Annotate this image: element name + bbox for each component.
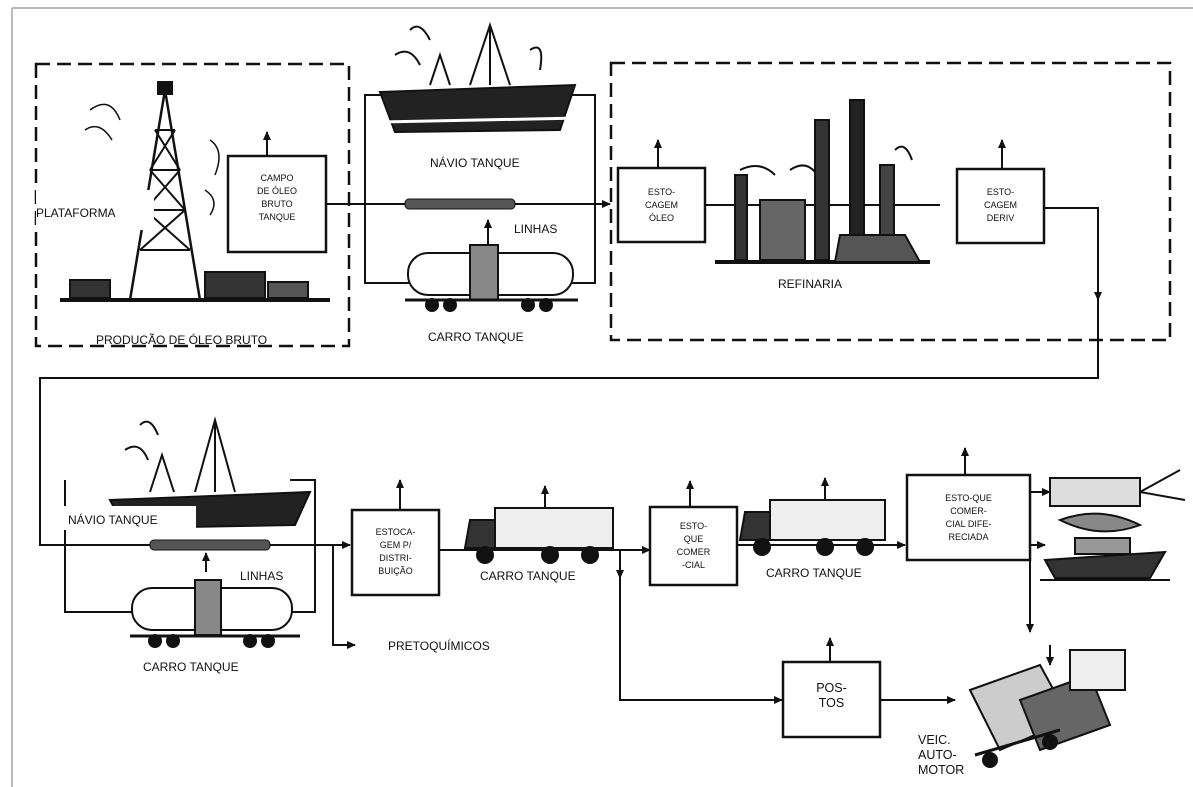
petroquimicos-arrow: [332, 545, 356, 649]
comercial-diferenciada-box: [905, 473, 1032, 562]
estocagem-oleo-line-1: ESTO-: [647, 187, 676, 197]
campo-line-2: DE ÓLEO: [256, 186, 297, 196]
postos-line-2: TOS: [818, 696, 845, 710]
comercial-line-4: -CIAL: [681, 560, 705, 570]
distribuicao-line-3: DISTRI-: [379, 553, 412, 563]
comercial-line-3: COMER: [676, 547, 711, 557]
distribuicao-line-4: BUIÇÃO: [378, 566, 413, 576]
pipeline-segment-1: [404, 198, 516, 210]
navio1-label-bg: [420, 150, 540, 176]
comercial-dif-line-1: ESTO-QUE: [945, 493, 992, 503]
navio-tanque-label-1: NÁVIO TANQUE: [430, 156, 520, 170]
plataforma-label-bg: [36, 190, 154, 230]
to-postos-arrow: [619, 550, 783, 704]
veiculo-line-1: VEIC.: [918, 733, 951, 747]
estocagem-oleo-text: ESTO- CAGEM ÓLEO: [618, 186, 705, 225]
estocagem-deriv-text: ESTO- CAGEM DERIV: [957, 186, 1044, 225]
postos-text: POS- TOS: [783, 681, 880, 711]
producao-label: PRODUCÃO DE ÓLEO BRUTO: [96, 333, 268, 347]
navio-tanque-label-2: NÁVIO TANQUE: [68, 513, 158, 527]
pipeline-segment-2: [149, 539, 271, 551]
campo-box-text: CAMPO DE ÓLEO BRUTO TANQUE: [228, 172, 326, 224]
comercial-dif-text: ESTO-QUE COMER- CIAL DIFE- RECIADA: [907, 492, 1030, 544]
distribuicao-line-1: ESTOCA-: [375, 527, 416, 537]
tank-truck-illustration-2: [738, 499, 886, 556]
row1-exit-arrow: [1045, 207, 1102, 301]
linhas-label-2: LINHAS: [240, 569, 284, 583]
veiculo-line-2: AUTO-: [918, 748, 957, 762]
comercial-box: [648, 505, 739, 587]
linhas-label-1: LINHAS: [514, 222, 558, 236]
oil-rig-illustration: [60, 81, 330, 302]
campo-line-4: TANQUE: [258, 212, 296, 222]
estocagem-deriv-line-1: ESTO-: [986, 187, 1015, 197]
tank-truck-illustration-1: [463, 507, 614, 564]
aircraft-illustration: [1049, 469, 1186, 533]
plataforma-label: PLATAFORMA: [36, 206, 116, 220]
distribuicao-text: ESTOCA- GEM P/ DISTRI- BUIÇÃO: [352, 526, 439, 578]
distribuicao-box: [350, 508, 441, 597]
comercial-line-1: ESTO-: [679, 521, 708, 531]
rail-tank-car-illustration-1: [405, 244, 578, 312]
petroquimicos-label: PRETOQUÍMICOS: [388, 639, 490, 653]
carro-tanque-label-truck1: CARRO TANQUE: [480, 569, 576, 583]
carro-tanque-label-rail: CARRO TANQUE: [143, 660, 239, 674]
carro-tanque-label-truck2: CARRO TANQUE: [766, 566, 862, 580]
campo-line-1: CAMPO: [260, 173, 294, 183]
boat-illustration: [1040, 537, 1170, 581]
veiculo-text: VEIC. AUTO- MOTOR: [918, 733, 978, 778]
distribuicao-line-2: GEM P/: [379, 540, 412, 550]
estocagem-deriv-line-2: CAGEM: [983, 200, 1017, 210]
vehicles-illustration: [968, 645, 1126, 768]
estocagem-deriv-box: [955, 167, 1046, 245]
estocagem-deriv-line-3: DERIV: [986, 213, 1015, 223]
postos-box: [781, 660, 882, 739]
postos-line-1: POS-: [816, 681, 847, 695]
tanker-ship-illustration-1: [378, 21, 581, 134]
refinaria-label: REFINARIA: [778, 277, 843, 291]
comercial-line-2: QUE: [683, 534, 704, 544]
page-frame: [11, 7, 1193, 787]
comercial-dif-line-3: CIAL DIFE-: [945, 519, 992, 529]
estocagem-oleo-line-3: ÓLEO: [648, 213, 674, 223]
refinery-illustration: [705, 99, 940, 264]
veiculo-line-3: MOTOR: [918, 763, 965, 777]
rail-tank-car-illustration-2: [130, 579, 300, 648]
estocagem-oleo-line-2: CAGEM: [644, 200, 678, 210]
carro-tanque-label-1: CARRO TANQUE: [428, 330, 524, 344]
comercial-dif-line-2: COMER-: [950, 506, 987, 516]
navio2-label-bg: [56, 506, 196, 530]
comercial-dif-line-4: RECIADA: [948, 532, 989, 542]
campo-line-3: BRUTO: [261, 199, 293, 209]
comercial-text: ESTO- QUE COMER -CIAL: [650, 520, 737, 572]
